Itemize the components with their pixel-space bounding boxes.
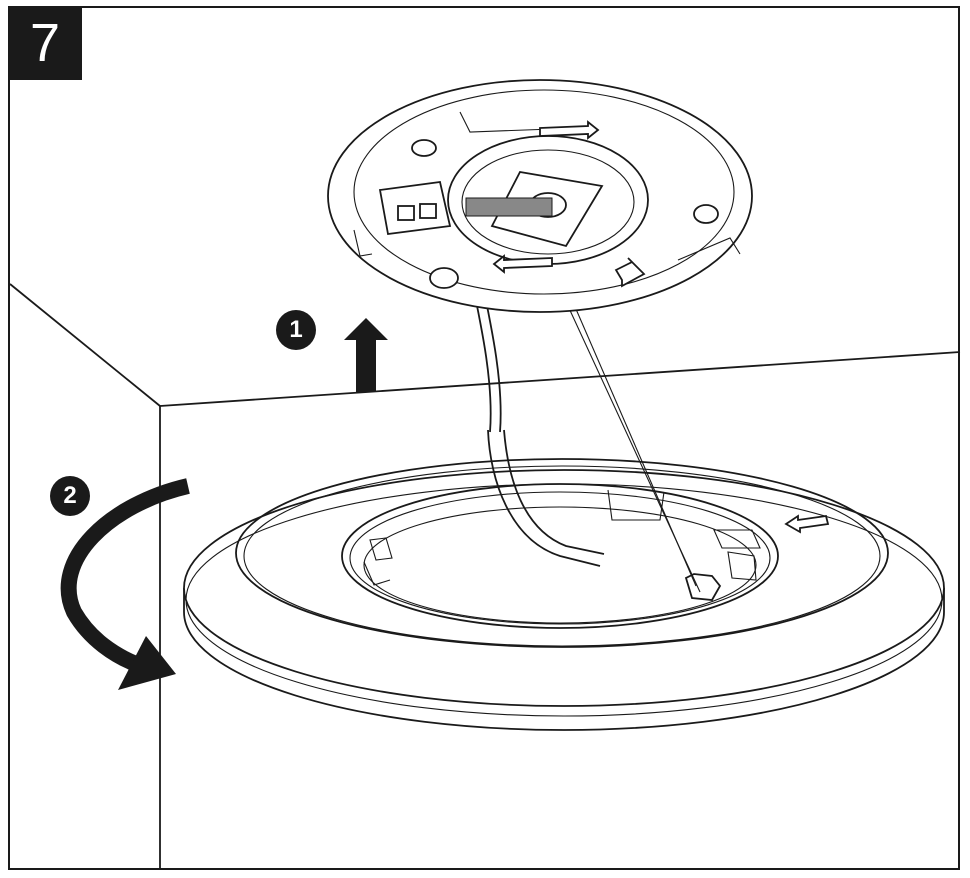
- fixture-ring: [183, 458, 945, 731]
- up-arrow-icon: [344, 318, 388, 392]
- mounting-plate: [327, 79, 753, 313]
- room-corner-lines: [9, 283, 961, 868]
- rotate-arrow-icon: [60, 478, 190, 690]
- step-marker-1: 1: [276, 310, 316, 350]
- step-number-badge: 7: [8, 6, 82, 80]
- step-marker-2: 2: [50, 476, 90, 516]
- diagram-frame: [8, 6, 960, 870]
